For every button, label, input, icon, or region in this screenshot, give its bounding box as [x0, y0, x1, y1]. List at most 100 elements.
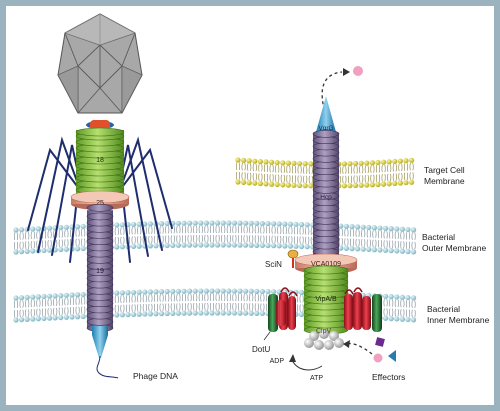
inner-membrane-lipid-tail [254, 293, 256, 302]
outer-membrane-lipid-tail [352, 238, 355, 247]
outer-membrane-lipid-head [254, 220, 260, 226]
outer-membrane-lipid-tail [204, 225, 206, 234]
outer-membrane-lipid-tail [123, 236, 125, 245]
target-membrane-lipid-head [263, 181, 269, 187]
outer-membrane-lipid-tail [254, 225, 256, 234]
target-membrane-lipid-head [291, 182, 297, 188]
outer-membrane-lipid-tail [405, 241, 408, 250]
inner-membrane-lipid-head [147, 311, 153, 317]
inner-membrane-lipid-tail [58, 298, 60, 306]
outer-membrane-lipid-tail [145, 226, 147, 235]
inner-membrane-lipid-tail [302, 304, 304, 313]
outer-membrane-lipid-tail [364, 239, 366, 247]
outer-membrane-lipid-tail [69, 238, 72, 247]
inner-membrane-lipid-head [399, 316, 405, 322]
target-membrane-lipid-tail [308, 166, 310, 174]
inner-membrane-lipid-tail [193, 293, 195, 302]
target-membrane-lipid-head [246, 158, 252, 164]
outer-membrane-lipid-tail [28, 231, 30, 240]
inner-membrane-lipid-head [265, 288, 271, 295]
inner-membrane-lipid-head [75, 292, 81, 298]
outer-membrane-lipid-head [299, 221, 305, 228]
inner-membrane-lipid-tail [36, 308, 38, 317]
target-membrane-lipid-tail [350, 166, 353, 174]
outer-membrane-lipid-tail [403, 231, 405, 240]
target-membrane-lipid-tail [384, 164, 386, 173]
target-membrane-lipid-head [392, 180, 398, 187]
outer-membrane-lipid-head [198, 242, 204, 248]
outer-membrane-lipid-head [119, 244, 125, 250]
inner-membrane-lipid-tail [243, 303, 245, 311]
outer-membrane-lipid-head [80, 245, 86, 252]
target-membrane-lipid-head [263, 159, 269, 165]
vipab-label: VipA/B [315, 296, 337, 303]
target-membrane-lipid-tail [283, 174, 285, 183]
inner-membrane-lipid-head [215, 310, 221, 316]
inner-membrane-lipid-head [220, 310, 226, 316]
inner-membrane-lipid-tail [56, 298, 58, 306]
inner-membrane-lipid-head [254, 310, 260, 316]
atp-arrow-head [289, 354, 296, 362]
inner-membrane-lipid-head [13, 317, 19, 323]
target-membrane-lipid-head [297, 182, 303, 189]
inner-membrane-lipid-head [226, 310, 232, 316]
outer-membrane-lipid-tail [366, 239, 368, 247]
outer-membrane-lipid-head [243, 220, 249, 226]
inner-membrane-lipid-tail [47, 298, 49, 307]
target-membrane-lipid-head [386, 181, 392, 187]
outer-membrane-lipid-tail [33, 240, 35, 249]
outer-membrane-lipid-tail [232, 225, 234, 234]
inner-membrane-lipid-tail [201, 293, 203, 302]
outer-membrane-lipid-head [394, 226, 400, 232]
target-membrane-lipid-head [364, 160, 370, 166]
target-membrane-lipid-tail [261, 173, 263, 182]
target-membrane-lipid-tail [266, 173, 269, 182]
target-membrane-lipid-tail [367, 165, 369, 174]
inner-membrane-lipid-tail [72, 297, 75, 306]
outer-membrane-lipid-head [220, 242, 226, 248]
outer-membrane-lipid-tail [288, 236, 290, 244]
outer-membrane-lipid-tail [302, 227, 304, 235]
outer-membrane-lipid-tail [165, 226, 167, 234]
inner-membrane-lipid-tail [204, 293, 206, 302]
inner-membrane-lipid-head [394, 294, 400, 300]
outer-membrane-lipid-tail [375, 230, 377, 238]
outer-membrane-lipid-tail [252, 235, 254, 243]
outer-membrane-lipid-tail [151, 235, 153, 244]
inner-membrane-lipid-head [220, 288, 226, 294]
target-membrane-lipid-tail [378, 174, 381, 182]
target-membrane-lipid-tail [403, 163, 406, 171]
inner-membrane-lipid-tail [47, 308, 49, 316]
outer-membrane-lipid-head [63, 224, 69, 230]
outer-membrane-lipid-tail [50, 230, 52, 239]
outer-membrane-lipid-head [411, 227, 417, 233]
inner-membrane-lipid-head [142, 289, 148, 295]
outer-membrane-lipid-head [254, 242, 260, 248]
clpv-atpase [304, 329, 344, 350]
outer-membrane-lipid-tail [36, 240, 38, 249]
inner-membrane-lipid-tail [128, 295, 131, 303]
outer-membrane-lipid-tail [58, 239, 60, 248]
outer-membrane-lipid-tail [246, 225, 248, 234]
target-membrane-lipid-tail [378, 165, 381, 173]
outer-membrane-lipid-tail [293, 236, 296, 244]
outer-membrane-lipid-tail [229, 225, 231, 234]
outer-membrane-lipid-head [360, 224, 366, 230]
outer-membrane-lipid-tail [254, 235, 256, 243]
outer-membrane-lipid-tail [212, 234, 215, 243]
outer-membrane-lipid-tail [56, 239, 58, 248]
inner-membrane-lipid-tail [140, 294, 142, 303]
target-membrane-lipid-tail [303, 175, 305, 184]
phage-neck-stack [75, 127, 125, 201]
inner-membrane-lipid-tail [134, 304, 136, 312]
target-membrane-lipid-tail [370, 165, 372, 173]
target-membrane-lipid-tail [244, 162, 246, 171]
inner-membrane-lipid-tail [246, 293, 248, 302]
outer-membrane-lipid-tail [246, 235, 248, 243]
outer-membrane-lipid-tail [358, 238, 360, 247]
inner-membrane-lipid-head [237, 288, 243, 294]
outer-membrane-lipid-head [231, 242, 237, 248]
outer-membrane-lipid-head [131, 243, 137, 250]
outer-membrane-lipid-tail [277, 226, 279, 234]
outer-membrane-lipid-tail [310, 227, 312, 236]
